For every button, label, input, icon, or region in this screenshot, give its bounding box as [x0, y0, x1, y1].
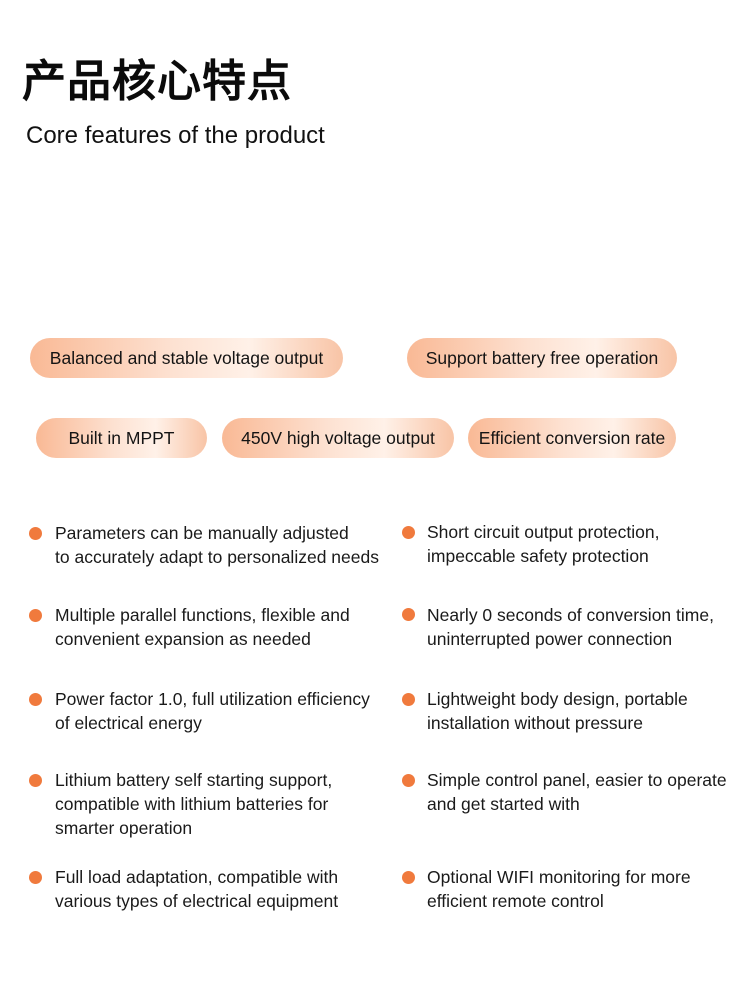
orange-dot-icon [402, 693, 415, 706]
feature-item: Multiple parallel functions, flexible an… [55, 603, 400, 651]
orange-dot-icon [29, 609, 42, 622]
feature-text: Parameters can be manually adjusted to a… [55, 523, 379, 567]
page-subtitle: Core features of the product [26, 122, 325, 149]
feature-item: Nearly 0 seconds of conversion time, uni… [427, 603, 747, 651]
feature-item: Optional WIFI monitoring for more effici… [427, 865, 747, 913]
feature-text: Lithium battery self starting support, c… [55, 770, 333, 838]
feature-text: Short circuit output protection, impecca… [427, 522, 660, 566]
tag-battery-free: Support battery free operation [407, 338, 677, 378]
feature-text: Lightweight body design, portable instal… [427, 689, 688, 733]
feature-text: Full load adaptation, compatible with va… [55, 867, 339, 911]
feature-item: Parameters can be manually adjusted to a… [55, 521, 400, 569]
tag-label: 450V high voltage output [241, 427, 435, 448]
feature-item: Power factor 1.0, full utilization effic… [55, 687, 400, 735]
page-title: 产品核心特点 [22, 56, 292, 107]
feature-text: Nearly 0 seconds of conversion time, uni… [427, 605, 714, 649]
feature-item: Lithium battery self starting support, c… [55, 768, 400, 840]
tag-label: Support battery free operation [425, 347, 659, 368]
feature-text: Multiple parallel functions, flexible an… [55, 605, 350, 649]
feature-text: Simple control panel, easier to operate … [427, 770, 727, 814]
tag-mppt: Built in MPPT [36, 418, 207, 458]
orange-dot-icon [29, 693, 42, 706]
tag-label: Efficient conversion rate [478, 427, 666, 448]
orange-dot-icon [402, 871, 415, 884]
orange-dot-icon [29, 774, 42, 787]
orange-dot-icon [29, 871, 42, 884]
feature-item: Full load adaptation, compatible with va… [55, 865, 400, 913]
feature-text: Power factor 1.0, full utilization effic… [55, 689, 370, 733]
tag-high-voltage: 450V high voltage output [222, 418, 454, 458]
tag-efficient-conversion: Efficient conversion rate [468, 418, 676, 458]
orange-dot-icon [402, 526, 415, 539]
tag-balanced-voltage: Balanced and stable voltage output [30, 338, 343, 378]
tag-label: Built in MPPT [68, 427, 175, 448]
feature-item: Simple control panel, easier to operate … [427, 768, 747, 816]
feature-item: Lightweight body design, portable instal… [427, 687, 747, 735]
tag-label: Balanced and stable voltage output [49, 347, 324, 368]
feature-text: Optional WIFI monitoring for more effici… [427, 867, 691, 911]
feature-item: Short circuit output protection, impecca… [427, 520, 747, 568]
orange-dot-icon [29, 527, 42, 540]
orange-dot-icon [402, 608, 415, 621]
orange-dot-icon [402, 774, 415, 787]
